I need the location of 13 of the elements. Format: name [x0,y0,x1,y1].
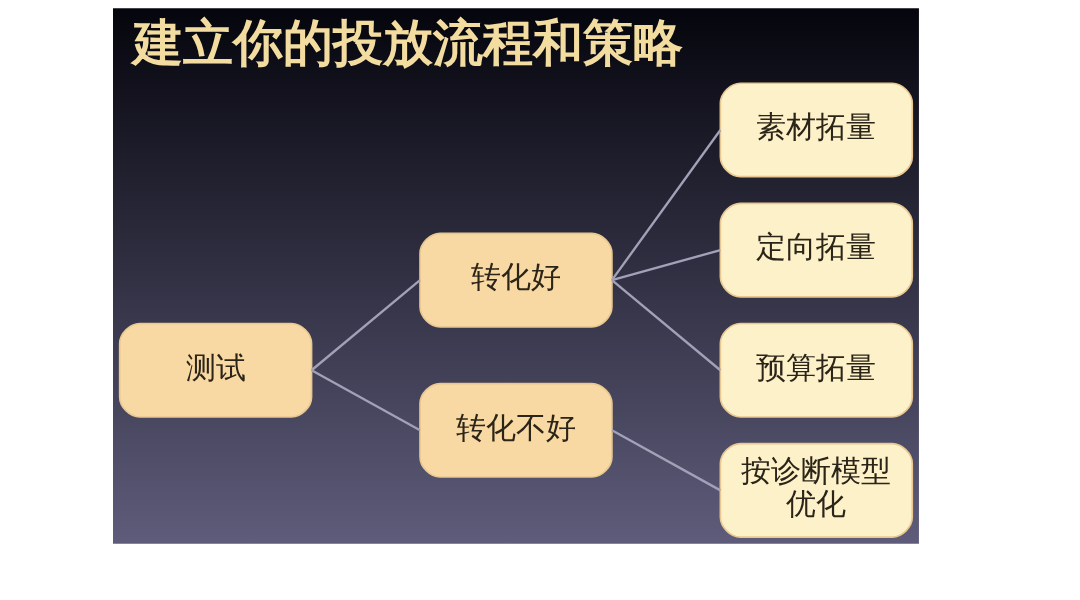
connector [311,369,421,432]
connector [611,249,721,282]
connector [310,279,421,372]
node-box: 转化不好 [419,382,613,478]
connector [610,129,722,281]
node-box: 转化好 [419,232,613,328]
node-box: 测试 [118,322,313,418]
node-box: 按诊断模型优化 [719,442,914,538]
connector [611,429,721,492]
connector [611,279,722,372]
node-box: 预算拓量 [719,322,914,418]
node-box: 素材拓量 [719,82,914,178]
node-box: 定向拓量 [719,202,914,298]
